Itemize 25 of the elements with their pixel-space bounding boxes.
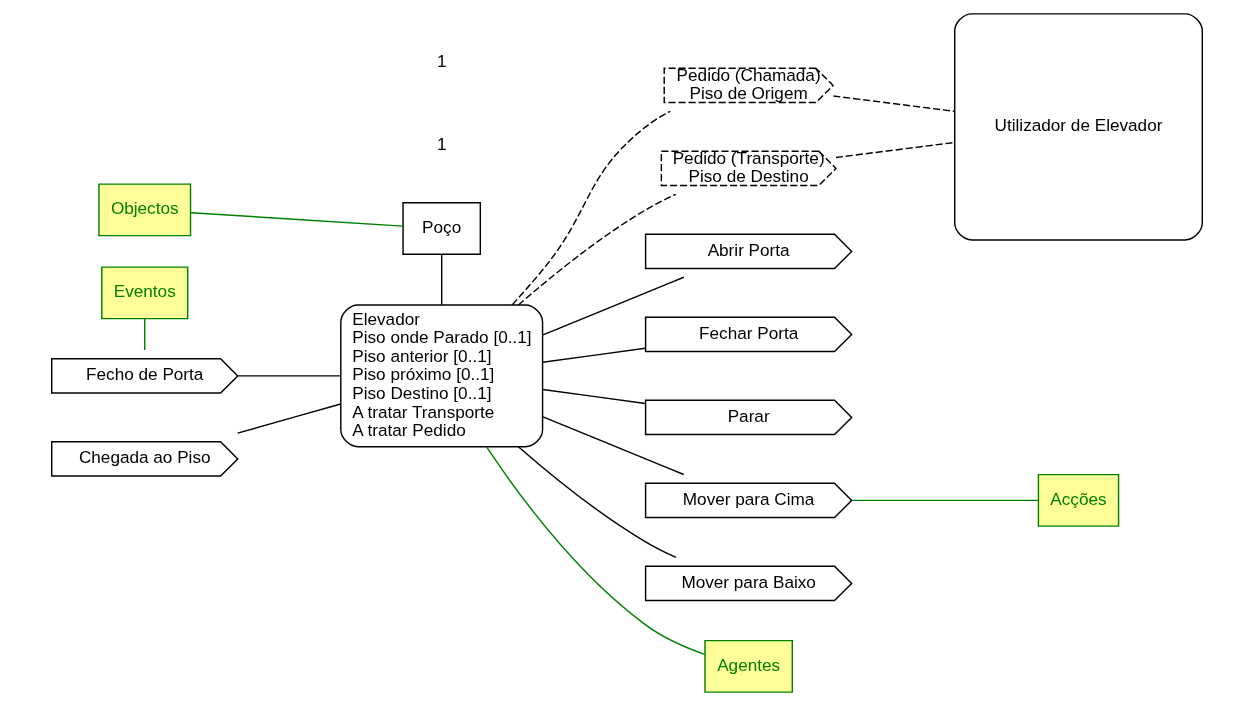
node-box: Utilizador de Elevador (954, 13, 1203, 241)
connector (832, 95, 956, 113)
connector (236, 403, 342, 434)
node-box: Elevador Piso onde Parado [0..1] Piso anterior [0..1] Piso próximo [0..1] Piso Destino [0..1] A tratar Transporte A tratar Pedido (340, 304, 544, 448)
connector (541, 347, 647, 363)
node-box: Objectos (98, 183, 192, 237)
node-box: Agentes (704, 639, 793, 693)
node-box: Acções (1037, 473, 1120, 527)
connector (517, 446, 677, 559)
connector (851, 499, 1039, 502)
connector (144, 318, 146, 351)
connector (511, 110, 671, 306)
connector (542, 276, 685, 336)
connector (517, 193, 677, 306)
label: 1 (436, 133, 447, 154)
node-box: Poço (402, 202, 482, 255)
connector (440, 253, 443, 306)
connector (541, 388, 647, 405)
connector (835, 141, 955, 159)
connector (542, 416, 685, 476)
connector (190, 212, 404, 227)
connector (237, 375, 342, 377)
connector (485, 446, 706, 656)
node-box: Eventos (101, 266, 189, 320)
label: 1 (436, 50, 447, 71)
